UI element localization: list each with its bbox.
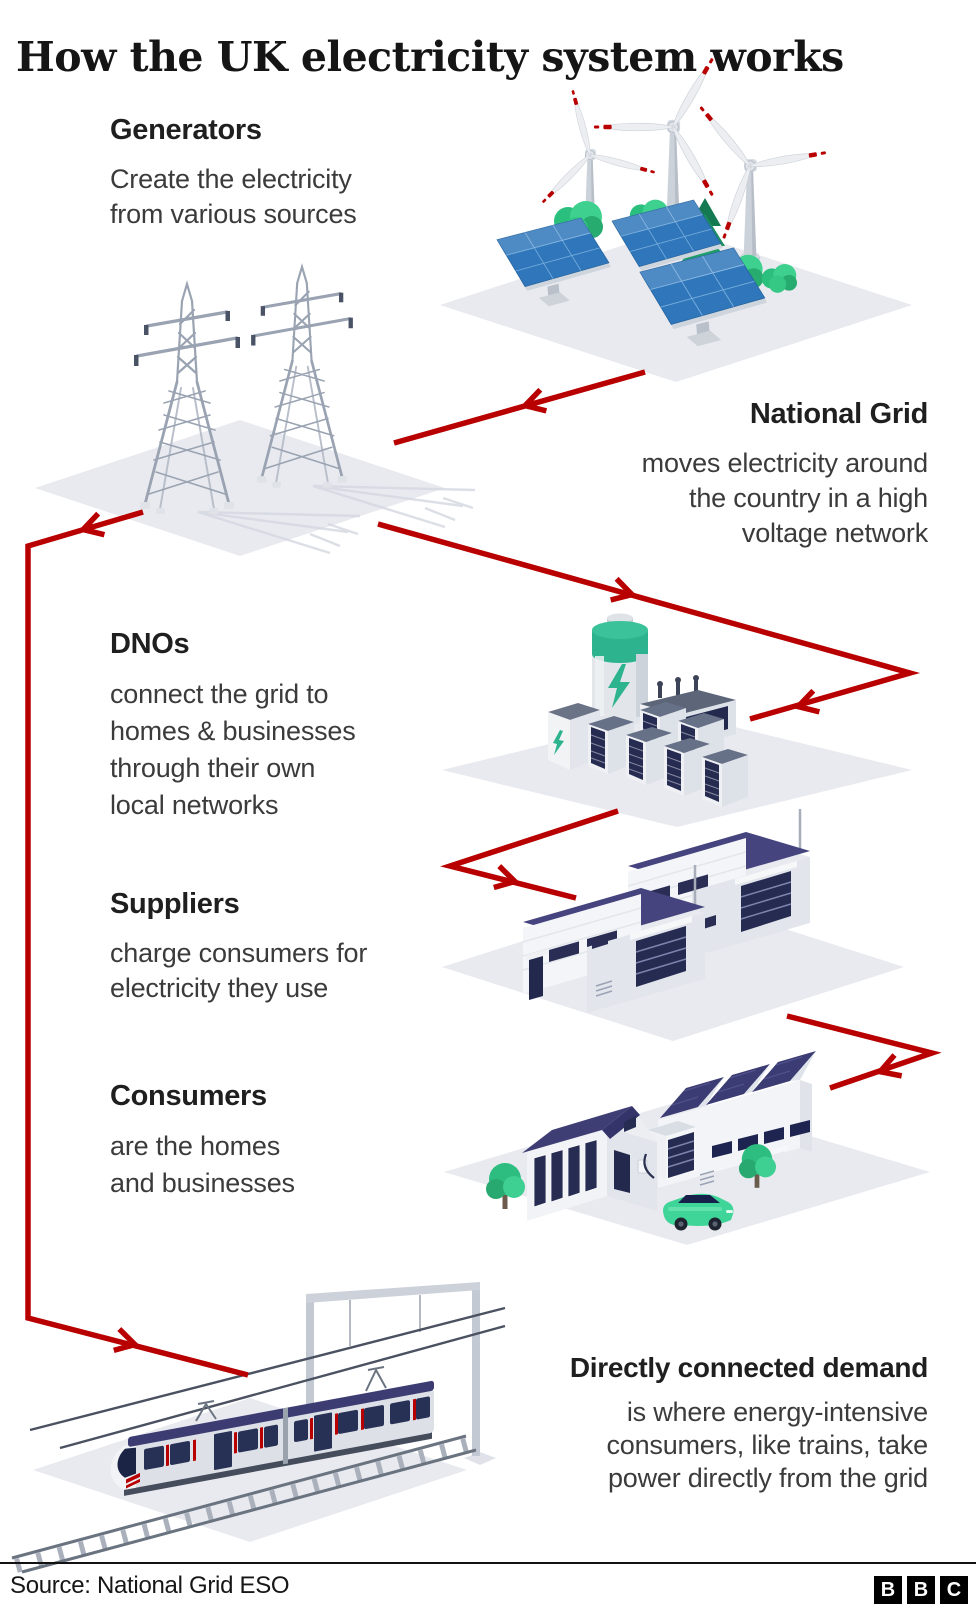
national-grid-heading: National Grid [749, 398, 928, 430]
factory-icon [648, 1051, 816, 1188]
battery-icon [592, 613, 648, 726]
suppliers-illustration [442, 809, 904, 1041]
consumers-heading: Consumers [110, 1080, 267, 1112]
consumers-description: are the homes and businesses [110, 1131, 295, 1198]
ev-car-icon [643, 1153, 734, 1231]
consumers-illustration [444, 1051, 930, 1245]
flow-arrow-grid-to-dnos [377, 521, 921, 722]
bbc-logo-block: C [940, 1576, 968, 1604]
flow-arrow-generators-to-grid [393, 369, 646, 446]
house-icon [522, 1106, 657, 1221]
dnos-heading: DNOs [110, 628, 190, 660]
directly-connected-demand-heading: Directly connected demand [569, 1352, 928, 1383]
train-illustration [11, 1282, 506, 1574]
suppliers-heading: Suppliers [110, 888, 240, 920]
flow-arrow-grid-to-train [25, 509, 249, 1378]
dnos-section: DNOs connect the grid to homes & busines… [110, 628, 356, 824]
dnos-description: connect the grid to homes & businesses t… [110, 679, 356, 820]
national-grid-section: National Grid moves electricity around t… [641, 398, 929, 551]
train-icon [110, 1380, 434, 1496]
pylons-platform [35, 420, 445, 556]
suppliers-section: Suppliers charge consumers for electrici… [110, 888, 367, 1006]
pantograph-icon [195, 1366, 387, 1422]
bbc-logo: B B C [874, 1576, 968, 1604]
generators-illustration [440, 56, 912, 382]
dnos-illustration [442, 613, 912, 827]
page-title: How the UK electricity system works [16, 33, 844, 82]
consumers-section: Consumers are the homes and businesses [110, 1080, 295, 1202]
generators-section: Generators Create the electricity from v… [110, 114, 357, 232]
flow-arrow-dnos-to-suppliers [440, 808, 619, 901]
footer-divider [0, 1562, 976, 1564]
suppliers-description: charge consumers for electricity they us… [110, 938, 368, 1003]
bbc-logo-block: B [907, 1576, 935, 1604]
warehouse-icon [522, 865, 705, 1013]
flow-arrows [25, 369, 942, 1378]
generators-heading: Generators [110, 114, 262, 146]
flow-arrow-suppliers-to-consumers [786, 1013, 942, 1091]
directly-connected-demand-description: is where energy-intensive consumers, lik… [606, 1397, 928, 1493]
railway-track [11, 1434, 477, 1574]
directly-connected-demand-section: Directly connected demand is where energ… [570, 1352, 928, 1495]
catenary-wires [29, 1306, 506, 1450]
national-grid-description: moves electricity around the country in … [641, 448, 929, 548]
national-grid-illustration [35, 265, 477, 556]
bbc-logo-block: B [874, 1576, 902, 1604]
storage-cabinet-icon [701, 748, 749, 808]
generators-description: Create the electricity from various sour… [110, 164, 357, 229]
source-attribution: Source: National Grid ESO [10, 1572, 290, 1599]
